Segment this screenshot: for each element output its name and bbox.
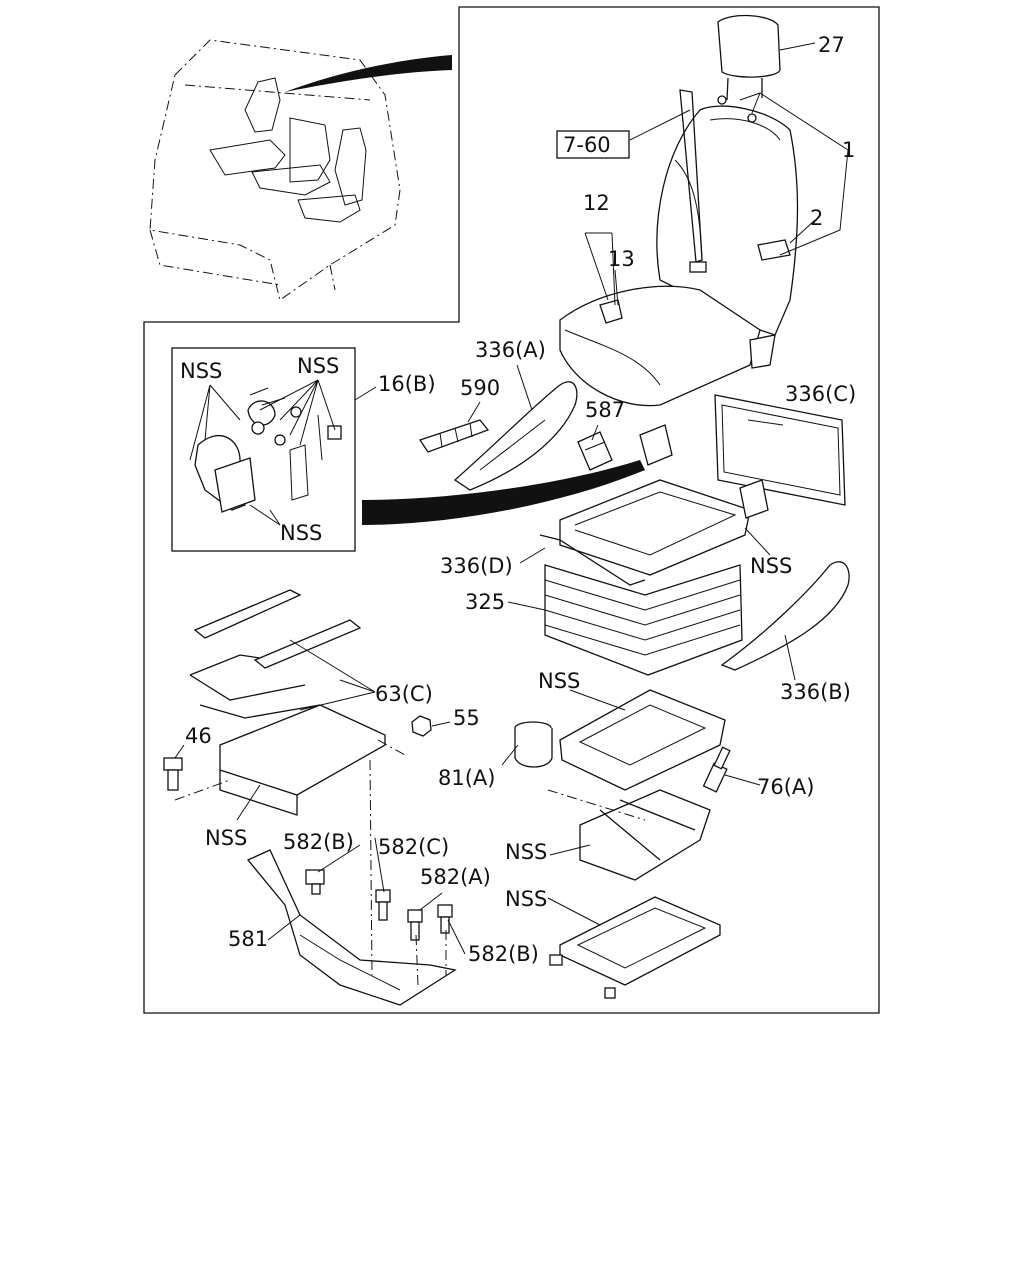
cab-pointer-arrow	[285, 55, 452, 92]
bolt-582b-bottom	[437, 904, 453, 934]
callout-7-60-box	[556, 130, 630, 159]
bolt-46	[163, 757, 183, 791]
callout-582b-top: 582(B)	[283, 830, 354, 854]
leader-lines	[174, 42, 849, 955]
cab-overview-illustration	[149, 39, 452, 301]
diagram-frame	[143, 6, 880, 1014]
callout-63c: 63(C)	[375, 682, 433, 706]
callout-7-60: 7-60	[563, 133, 611, 157]
callout-590: 590	[460, 376, 500, 400]
pedestal-581	[246, 849, 457, 1006]
callout-13: 13	[608, 247, 635, 271]
callout-16b: 16(B)	[378, 372, 436, 396]
seat-belt	[679, 89, 703, 263]
mounting-bracket	[174, 704, 406, 816]
seat-cushion	[559, 285, 776, 407]
seat-back	[656, 89, 799, 336]
bolt-582b-top	[305, 869, 325, 895]
callout-336d: 336(D)	[440, 554, 513, 578]
callout-nss-inset-right: NSS	[297, 354, 339, 378]
callout-nss-bracket: NSS	[205, 826, 247, 850]
air-spring-81a	[514, 721, 553, 768]
callout-76a: 76(A)	[757, 775, 814, 799]
callout-nss-frame: NSS	[750, 554, 792, 578]
side-cover-336a	[453, 381, 578, 491]
callout-nss-scissor: NSS	[505, 840, 547, 864]
callout-nss-inset-bottom: NSS	[280, 521, 322, 545]
callout-nss-rail: NSS	[505, 887, 547, 911]
callout-325: 325	[465, 590, 505, 614]
slide-rail-base	[549, 896, 721, 999]
base-plate	[559, 689, 726, 791]
callout-336a: 336(A)	[475, 338, 546, 362]
bolt-582a	[407, 909, 423, 941]
callout-581: 581	[228, 927, 268, 951]
callout-55: 55	[453, 706, 480, 730]
callout-81a: 81(A)	[438, 766, 495, 790]
bellows-325	[544, 564, 743, 676]
callout-582b-bottom: 582(B)	[468, 942, 539, 966]
slide-rails-63c	[189, 589, 362, 719]
scissor-mechanism	[547, 789, 711, 881]
callout-labels: 27 1 2 7-60 12 13 336(A) 590 587 336(C) …	[180, 33, 856, 966]
callout-nss-base-plate: NSS	[538, 669, 580, 693]
seat-frame	[539, 424, 769, 586]
callout-nss-inset-left: NSS	[180, 359, 222, 383]
switch-587	[577, 431, 613, 471]
callout-336b: 336(B)	[780, 680, 851, 704]
callout-46: 46	[185, 724, 212, 748]
callout-27: 27	[818, 33, 845, 57]
inset-pointer-arrow	[362, 460, 645, 525]
inset-frame	[171, 347, 356, 552]
trim-clip-590	[418, 419, 490, 453]
bolt-582c	[375, 889, 391, 921]
callout-582a: 582(A)	[420, 865, 491, 889]
back-panel-336c	[714, 394, 846, 506]
side-cover-336b	[720, 561, 850, 671]
callout-587: 587	[585, 398, 625, 422]
inset-mechanism-16b	[171, 347, 356, 552]
callout-336c: 336(C)	[785, 382, 856, 406]
shock-absorber-76a	[702, 746, 731, 793]
callout-12: 12	[583, 191, 610, 215]
callout-2: 2	[810, 206, 823, 230]
callout-1: 1	[842, 138, 855, 162]
callout-582c: 582(C)	[378, 835, 449, 859]
nut-55	[411, 715, 432, 737]
headrest	[717, 14, 781, 101]
